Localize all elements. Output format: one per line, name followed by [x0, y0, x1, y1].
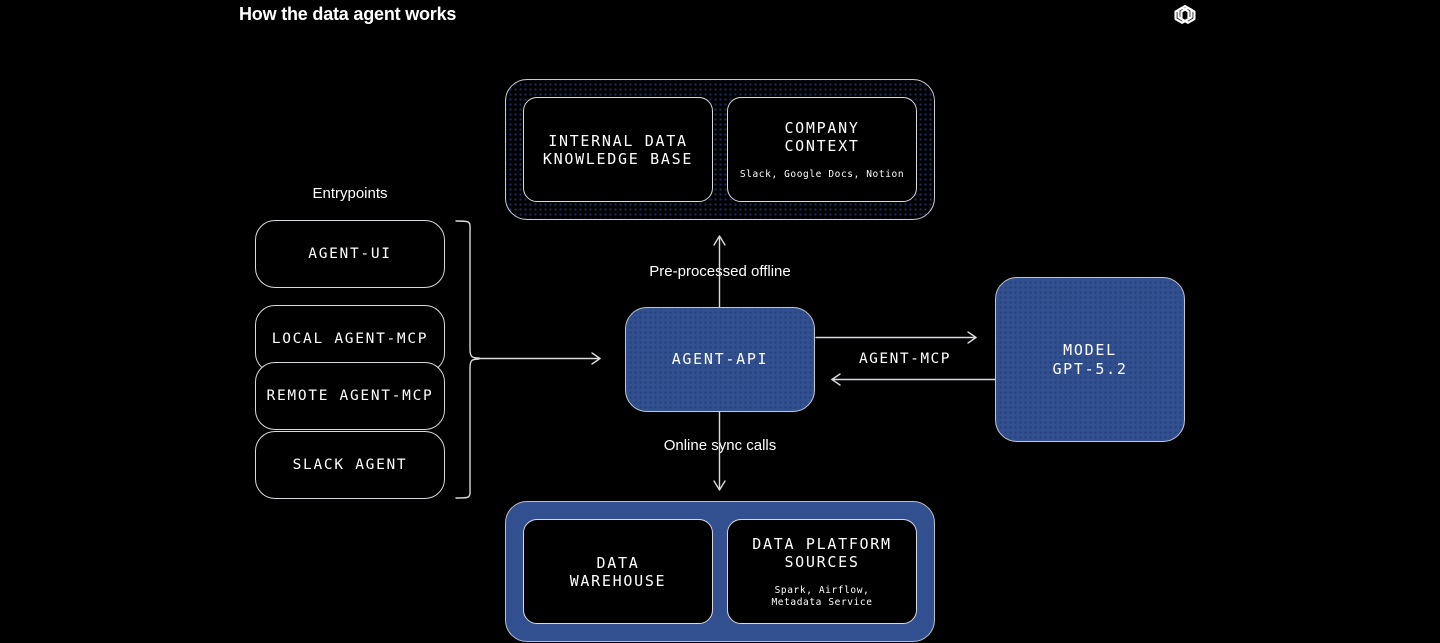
arrowhead-api-to-model: [967, 331, 977, 344]
platform-box-data-platform-sources[interactable]: DATA PLATFORM SOURCES Spark, Airflow, Me…: [727, 519, 917, 624]
agent-api-label: AGENT-API: [671, 350, 769, 368]
knowledge-box-title: INTERNAL DATA KNOWLEDGE BASE: [542, 131, 694, 168]
openai-logo-icon: [1174, 5, 1196, 24]
entrypoint-label: REMOTE AGENT-MCP: [266, 387, 434, 404]
platform-box-title: DATA WAREHOUSE: [569, 553, 667, 590]
page-title: How the data agent works: [239, 4, 457, 24]
entrypoint-label: SLACK AGENT: [292, 456, 408, 473]
arrowhead-api-to-knowledge: [713, 235, 726, 246]
entrypoint-bracket-bottom: [455, 358, 480, 499]
knowledge-box-company-context[interactable]: COMPANY CONTEXT Slack, Google Docs, Noti…: [727, 97, 917, 202]
arrowhead-api-to-platform: [713, 480, 726, 491]
entrypoint-label: LOCAL AGENT-MCP: [271, 330, 429, 347]
entrypoint-bracket-top: [455, 220, 480, 359]
connector-label-agent-mcp: AGENT-MCP: [858, 351, 952, 367]
knowledge-box-title: COMPANY CONTEXT: [784, 118, 860, 155]
entrypoint-slack-agent[interactable]: SLACK AGENT: [255, 431, 445, 499]
entrypoint-label: AGENT-UI: [308, 245, 392, 262]
connector-label-online-sync: Online sync calls: [663, 437, 777, 454]
arrowhead-model-to-api: [831, 373, 841, 386]
entrypoints-label: Entrypoints: [312, 185, 388, 202]
entrypoint-remote-agent-mcp[interactable]: REMOTE AGENT-MCP: [255, 362, 445, 430]
entrypoint-agent-ui[interactable]: AGENT-UI: [255, 220, 445, 288]
platform-box-data-warehouse[interactable]: DATA WAREHOUSE: [523, 519, 713, 624]
arrowhead-entrypoints-to-api: [591, 352, 601, 365]
agent-api-node[interactable]: AGENT-API: [625, 307, 815, 412]
entrypoint-local-agent-mcp[interactable]: LOCAL AGENT-MCP: [255, 305, 445, 373]
platform-box-subtitle: Spark, Airflow, Metadata Service: [771, 585, 873, 608]
model-label: MODEL GPT-5.2: [1052, 340, 1128, 378]
knowledge-box-internal-data[interactable]: INTERNAL DATA KNOWLEDGE BASE: [523, 97, 713, 202]
platform-box-title: DATA PLATFORM SOURCES: [752, 535, 892, 571]
model-node[interactable]: MODEL GPT-5.2: [995, 277, 1185, 442]
connector-label-preprocessed: Pre-processed offline: [649, 263, 791, 280]
knowledge-box-subtitle: Slack, Google Docs, Notion: [739, 168, 905, 180]
